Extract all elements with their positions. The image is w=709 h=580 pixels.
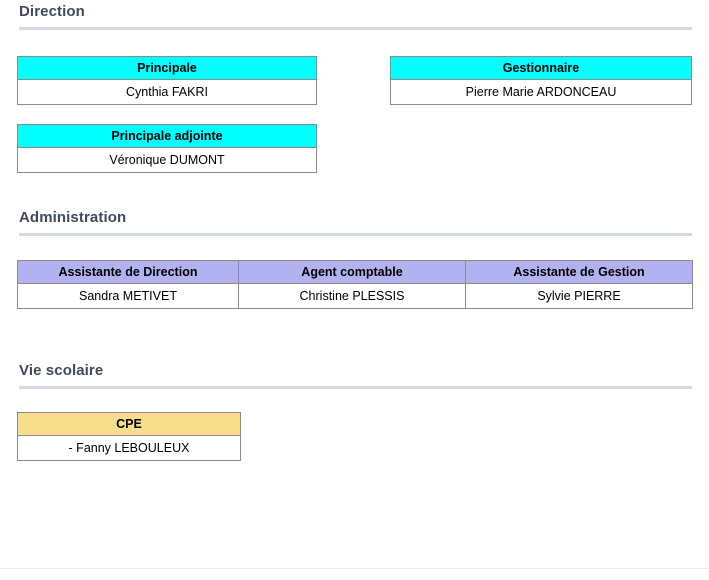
table-administration: Assistante de Direction Agent comptable … bbox=[17, 260, 693, 309]
table-row: - Fanny LEBOULEUX bbox=[17, 435, 241, 461]
table-row: Cynthia FAKRI bbox=[17, 79, 317, 105]
table-gestionnaire: Gestionnaire Pierre Marie ARDONCEAU bbox=[390, 56, 692, 105]
table-header-row: Assistante de Direction Agent comptable … bbox=[17, 260, 693, 284]
cell-assistante-de-gestion-name: Sylvie PIERRE bbox=[465, 283, 693, 309]
column-header-principale: Principale bbox=[17, 56, 317, 80]
table-header-row: CPE bbox=[17, 412, 241, 436]
cell-principale-name: Cynthia FAKRI bbox=[17, 79, 317, 105]
section-direction: Direction bbox=[0, 3, 709, 30]
list-item: - Fanny LEBOULEUX bbox=[68, 441, 190, 455]
column-header-assistante-de-direction: Assistante de Direction bbox=[17, 260, 239, 284]
section-divider-administration bbox=[19, 233, 692, 236]
section-title-direction: Direction bbox=[19, 3, 85, 20]
column-header-principale-adjointe: Principale adjointe bbox=[17, 124, 317, 148]
column-header-gestionnaire: Gestionnaire bbox=[390, 56, 692, 80]
table-row: Sandra METIVET Christine PLESSIS Sylvie … bbox=[17, 283, 693, 309]
section-vie-scolaire: Vie scolaire bbox=[0, 362, 709, 389]
bottom-divider bbox=[0, 568, 709, 569]
cell-cpe-list: - Fanny LEBOULEUX bbox=[17, 435, 241, 461]
cell-gestionnaire-name: Pierre Marie ARDONCEAU bbox=[390, 79, 692, 105]
cell-agent-comptable-name: Christine PLESSIS bbox=[238, 283, 466, 309]
section-title-vie-scolaire: Vie scolaire bbox=[19, 362, 104, 379]
section-divider-direction bbox=[19, 27, 692, 30]
table-principale-adjointe: Principale adjointe Véronique DUMONT bbox=[17, 124, 317, 173]
column-header-assistante-de-gestion: Assistante de Gestion bbox=[465, 260, 693, 284]
table-header-row: Gestionnaire bbox=[390, 56, 692, 80]
table-header-row: Principale bbox=[17, 56, 317, 80]
column-header-agent-comptable: Agent comptable bbox=[238, 260, 466, 284]
table-header-row: Principale adjointe bbox=[17, 124, 317, 148]
table-cpe: CPE - Fanny LEBOULEUX bbox=[17, 412, 241, 461]
table-row: Pierre Marie ARDONCEAU bbox=[390, 79, 692, 105]
table-row: Véronique DUMONT bbox=[17, 147, 317, 173]
table-principale: Principale Cynthia FAKRI bbox=[17, 56, 317, 105]
section-divider-vie-scolaire bbox=[19, 386, 692, 389]
column-header-cpe: CPE bbox=[17, 412, 241, 436]
section-title-administration: Administration bbox=[19, 209, 127, 226]
section-administration: Administration bbox=[0, 209, 709, 236]
cell-assistante-de-direction-name: Sandra METIVET bbox=[17, 283, 239, 309]
cell-principale-adjointe-name: Véronique DUMONT bbox=[17, 147, 317, 173]
